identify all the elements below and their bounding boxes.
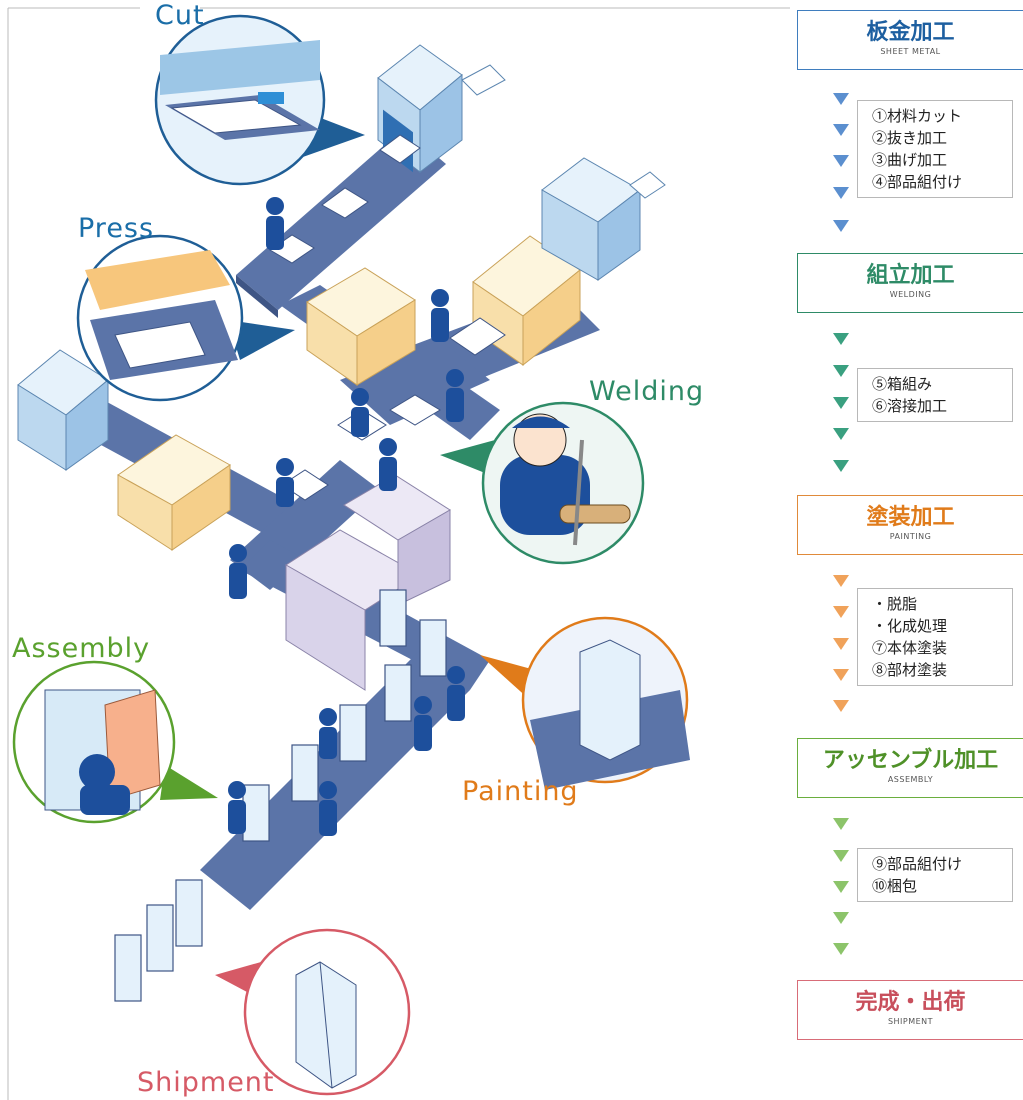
shipment-callout [215, 928, 411, 1096]
assembly-callout [12, 660, 218, 824]
left-cut-machine [17, 349, 109, 471]
step-item: ④部品組付け [872, 173, 963, 191]
stage-subtitle: ASSEMBLY [887, 775, 934, 784]
welding-callout [440, 401, 645, 565]
arrow-triangle [833, 943, 849, 955]
steps-painting: ・脱脂 ・化成処理 ⑦本体塗装 ⑧部材塗装 [857, 588, 1013, 686]
stage-title: 塗装加工 [866, 504, 955, 530]
stage-sheet-metal: 板金加工 SHEET METAL [797, 10, 1023, 70]
stage-subtitle: PAINTING [889, 532, 932, 541]
step-item: ・化成処理 [872, 617, 948, 635]
arrow-triangle [833, 606, 849, 618]
arrow-triangle [833, 850, 849, 862]
arrow-triangle [833, 333, 849, 345]
arrow-triangle [833, 397, 849, 409]
label-shipment: Shipment [137, 1067, 275, 1098]
step-item: ⑩梱包 [872, 877, 918, 895]
press-machine [306, 267, 416, 386]
welding-cut-machine [541, 157, 666, 281]
arrow-triangle [833, 428, 849, 440]
arrow-triangle [833, 155, 849, 167]
step-item: ③曲げ加工 [872, 151, 948, 169]
workers [228, 197, 465, 836]
steps-welding: ⑤箱組み ⑥溶接加工 [857, 368, 1013, 422]
arrow-triangle [833, 460, 849, 472]
press-callout [76, 234, 295, 402]
arrow-triangle [833, 881, 849, 893]
arrow-triangle [833, 700, 849, 712]
arrow-triangle [833, 575, 849, 587]
steps-assembly: ⑨部品組付け ⑩梱包 [857, 848, 1013, 902]
arrow-triangle [833, 124, 849, 136]
painting-callout [480, 616, 690, 790]
stage-subtitle: SHIPMENT [887, 1017, 934, 1026]
step-item: ⑥溶接加工 [872, 397, 948, 415]
conveyor-cut [236, 128, 446, 318]
step-item: ②抜き加工 [872, 129, 948, 147]
arrow-triangle [833, 912, 849, 924]
stage-shipment: 完成・出荷 SHIPMENT [797, 980, 1023, 1040]
step-item: ⑨部品組付け [872, 855, 963, 873]
arrow-triangle [833, 93, 849, 105]
left-press-machine [117, 434, 231, 551]
step-item: ・脱脂 [872, 595, 918, 613]
arrow-triangle [833, 220, 849, 232]
stage-subtitle: SHEET METAL [880, 47, 941, 56]
step-item: ⑧部材塗装 [872, 661, 948, 679]
label-assembly: Assembly [12, 633, 151, 664]
cabinets [114, 589, 447, 1002]
step-item: ⑤箱組み [872, 375, 933, 393]
arrow-triangle [833, 669, 849, 681]
steps-sheet-metal: ①材料カット ②抜き加工 ③曲げ加工 ④部品組付け [857, 100, 1013, 198]
cut-callout [154, 14, 365, 186]
stage-painting: 塗装加工 PAINTING [797, 495, 1023, 555]
stage-title: 完成・出荷 [855, 989, 966, 1015]
label-painting: Painting [462, 776, 579, 807]
stage-title: 組立加工 [866, 262, 955, 288]
arrow-triangle [833, 818, 849, 830]
arrow-triangle [833, 638, 849, 650]
label-welding: Welding [589, 376, 705, 407]
label-press: Press [78, 213, 155, 244]
stage-title: 板金加工 [866, 19, 955, 45]
stage-welding: 組立加工 WELDING [797, 253, 1023, 313]
stage-subtitle: WELDING [889, 290, 932, 299]
stage-assembly: アッセンブル加工 ASSEMBLY [797, 738, 1023, 798]
arrow-triangle [833, 365, 849, 377]
step-item: ①材料カット [872, 107, 963, 125]
arrow-triangle [833, 187, 849, 199]
label-cut: Cut [155, 0, 205, 31]
stage-title: アッセンブル加工 [822, 747, 999, 773]
step-item: ⑦本体塗装 [872, 639, 948, 657]
